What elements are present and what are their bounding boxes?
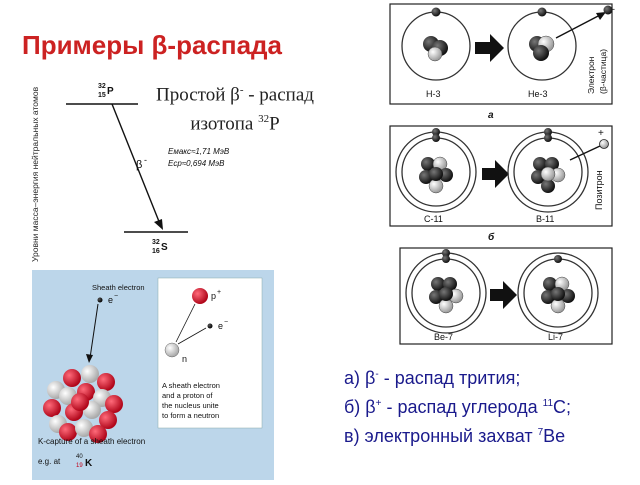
subtitle-minus: - [239,84,244,96]
legend: а) β- - распад трития; б) β+ - распад уг… [344,362,634,449]
h3-atom [401,7,471,81]
proton-label: p [211,291,216,301]
beta-label: β [136,159,142,171]
arrow-icon [475,34,504,62]
b11-label: B-11 [536,214,554,224]
beta-sign: - [144,155,147,165]
proton-sign: + [217,289,221,296]
legend-b-prefix: б) β [344,397,376,417]
parent-mass: 32 [98,83,106,90]
c11-label: C-11 [424,214,443,224]
legend-a-sign: - [375,369,379,380]
parent-symbol: P [107,86,114,97]
daughter-mass: 32 [152,239,160,246]
example-symbol: K [85,458,93,469]
nucleus-cluster [43,365,123,443]
electron-emission-arrow [555,13,603,39]
arrow-icon [482,160,509,188]
subtitle-mass: 32 [258,113,270,126]
decay-arrow-head [154,219,163,230]
emitted-electron [603,5,613,15]
proton [192,288,208,304]
electron-arrow [177,327,207,345]
sheath-electron-label: Sheath electron [92,283,145,292]
legend-b-sign: + [375,398,382,409]
sheath-e-sign: − [114,293,118,300]
desc-line-3: the nucleus unite [162,401,219,410]
h3-label: H-3 [426,89,441,99]
li7-label: Li-7 [548,332,563,342]
atom-panels: - Электрон (β-частица) H-3 He-3 а [389,3,615,345]
positron-label: Позитрон [594,170,604,210]
panel-b-caption: б [488,231,495,243]
legend-c-prefix: в) электронный захват [344,426,538,446]
sheath-e-label: e [108,295,113,305]
subtitle-line1-rest: - распад [243,84,314,106]
legend-b-symbol: C; [553,397,572,417]
k-capture-illustration: Sheath electron e − p + e − n A sheath e… [38,277,263,469]
he3-atom [507,7,577,81]
c11-atom [395,128,477,213]
slide-title: Примеры β-распада [22,30,283,60]
legend-c-symbol: Be [543,426,566,446]
he3-label: He-3 [528,89,548,99]
legend-b-mass: 11 [542,398,554,409]
desc-line-1: A sheath electron [162,381,220,390]
electron-arrow-head [596,12,606,20]
positron-emission-arrow [569,145,601,161]
decay-level-diagram: Уровни масса–энергия нейтральных атомов … [30,83,230,262]
daughter-z: 16 [152,248,160,255]
panel-c-beryllium: Be-7 Li-7 [399,247,613,345]
legend-item-a: а) β- - распад трития; [344,362,634,391]
neutron [164,342,180,358]
subtitle-line2-prefix: изотопа [190,113,259,135]
electron-sign: − [224,319,228,326]
decay-subtitle: Простой β- - распад изотопа 32P [140,78,330,137]
daughter-symbol: S [161,242,168,253]
arrow-icon [490,281,517,309]
k-capture-panel: Sheath electron e − p + e − n A sheath e… [32,270,274,480]
be7-atom [405,249,487,334]
subtitle-symbol: P [269,113,280,135]
example-prefix: e.g. at [38,457,61,466]
decay-arrow-line [111,103,161,225]
panel-a-caption: а [488,110,494,121]
electron-label-1: Электрон [586,56,596,94]
energy-axis-label: Уровни масса–энергия нейтральных атомов [30,86,40,262]
panel-b-carbon: + Позитрон C-11 B-11 [389,125,613,227]
electron [207,323,213,329]
legend-c-mass: 7 [537,427,544,438]
legend-b-rest: - распад углерода [381,397,543,417]
electron-label: e [218,321,223,331]
capture-arrow-head [86,354,93,363]
electron-sign: - [612,4,615,14]
b11-atom [507,128,589,213]
parent-z: 15 [98,92,106,99]
legend-a-rest: - распад трития; [378,368,521,388]
legend-item-b: б) β+ - распад углерода 11C; [344,391,634,420]
sheath-electron [97,297,103,303]
neutron-label: n [182,354,187,364]
eav-label: Eср≈0,694 МэВ [168,159,225,168]
legend-a-prefix: а) β [344,368,376,388]
kcapture-caption: K-capture of a sheath electron [38,437,145,446]
panel-a-tritium: - Электрон (β-частица) H-3 He-3 [389,3,615,105]
example-z: 19 [76,463,83,469]
emax-label: Eмакс≈1,71 МэВ [168,147,230,156]
capture-arrow [89,303,99,359]
legend-item-c: в) электронный захват 7Be [344,420,634,449]
desc-line-2: and a proton of [162,391,213,400]
subtitle-line1: Простой β [156,84,240,106]
proton-arrow [175,303,196,343]
example-mass: 40 [76,454,83,460]
electron-label-2: (β-частица) [598,49,608,94]
be7-label: Be-7 [434,332,453,342]
positron-sign: + [598,128,604,139]
emitted-positron [599,139,609,149]
li7-atom [517,252,599,334]
desc-line-4: to form a neutron [162,411,219,420]
